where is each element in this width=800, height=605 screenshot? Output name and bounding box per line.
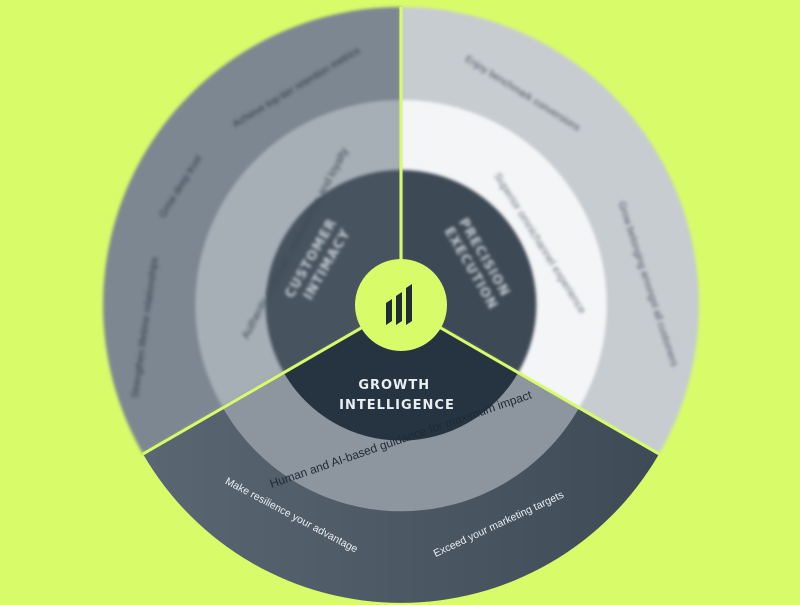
growth-intelligence-title: GROWTH INTELLIGENCE	[339, 378, 455, 413]
divider-left	[142, 303, 402, 456]
center-hub	[355, 259, 447, 351]
segment-dividers	[142, 7, 660, 456]
inner-segment-growth-intelligence	[284, 305, 518, 441]
bar-chart-logo-icon	[386, 284, 412, 325]
divider-right	[400, 303, 660, 456]
